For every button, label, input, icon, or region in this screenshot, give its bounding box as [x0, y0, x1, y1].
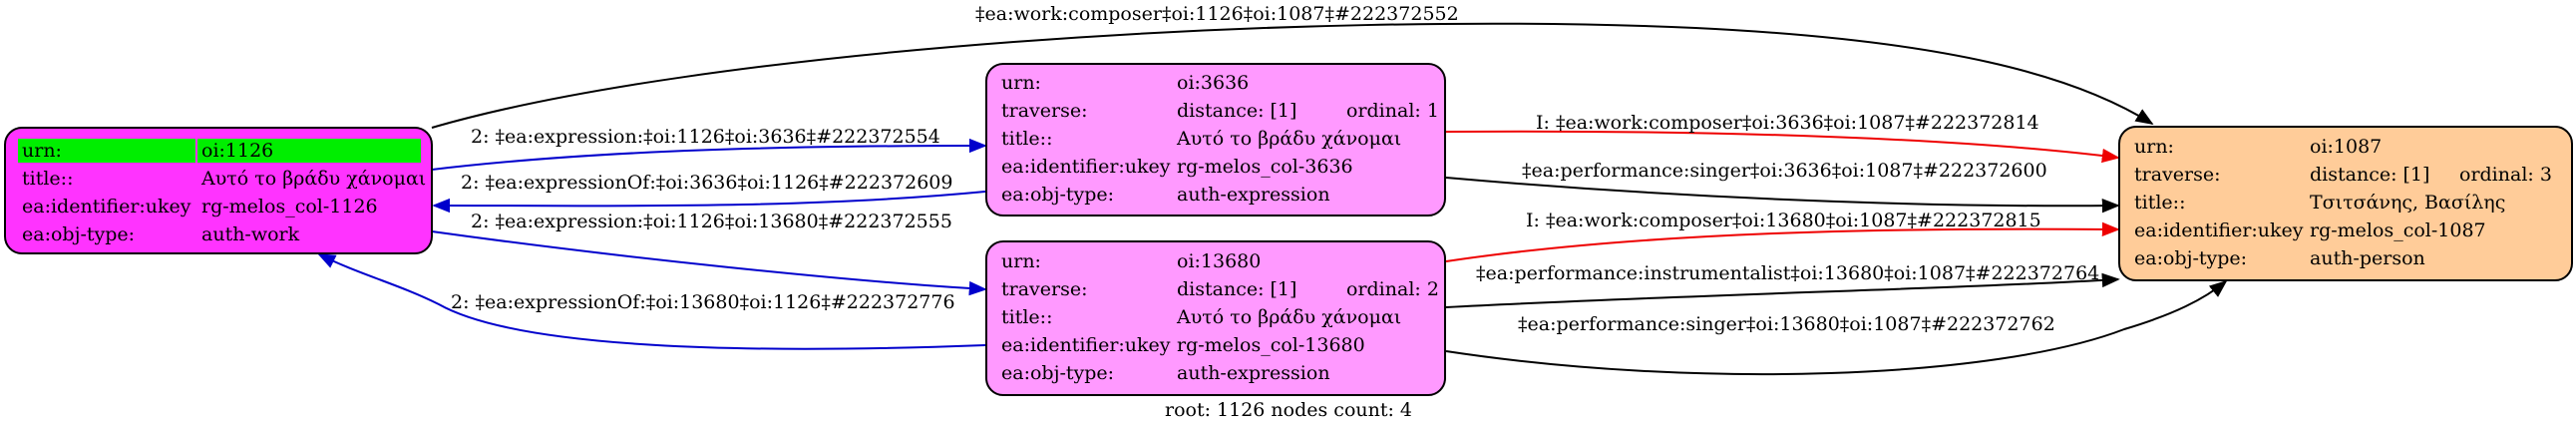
row-value: rg-melos_col-1126: [201, 196, 378, 217]
row-key: urn:: [1001, 72, 1041, 94]
row-value: rg-melos_col-1087: [2310, 219, 2486, 241]
node-row-title: title:: Αυτό το βράδυ χάνομαι: [6, 165, 431, 193]
node-row-objtype: ea:obj-type: auth-work: [6, 220, 431, 248]
row-value: Τσιτσάνης, Βασίλης: [2310, 192, 2506, 214]
row-key: ea:identifier:ukey: [1001, 156, 1171, 178]
row-value: oi:13680: [1177, 250, 1262, 272]
row-value: auth-person: [2310, 247, 2425, 269]
row-key: urn:: [22, 140, 62, 162]
edge-singer-13680: [1445, 279, 2228, 376]
row-value: auth-work: [201, 223, 300, 245]
row-value: rg-melos_col-3636: [1177, 156, 1353, 178]
edge-label-expressionof-13680: 2: ‡ea:expressionOf:‡oi:13680‡oi:1126‡#2…: [451, 291, 955, 313]
node-row-traverse: traverse: distance: [1] ordinal: 1: [987, 97, 1444, 125]
node-row-traverse: traverse: distance: [1] ordinal: 2: [987, 275, 1444, 303]
row-key: traverse:: [2134, 164, 2221, 186]
row-value: oi:1087: [2310, 136, 2383, 158]
node-row-urn: urn: oi:1087: [2120, 133, 2571, 161]
node-row-ukey: ea:identifier:ukey rg-melos_col-13680: [987, 331, 1444, 359]
edge-label-composer-top: ‡ea:work:composer‡oi:1126‡oi:1087‡#22237…: [975, 3, 1459, 25]
node-work-1126[interactable]: urn: oi:1126 title:: Αυτό το βράδυ χάνομ…: [4, 127, 433, 254]
highlight-cell: [197, 139, 421, 163]
node-row-title: title:: Τσιτσάνης, Βασίλης: [2120, 189, 2571, 216]
row-key: ea:identifier:ukey: [1001, 334, 1171, 356]
row-key: ea:obj-type:: [2134, 247, 2248, 269]
edge-expressionof-13680: [317, 253, 986, 350]
edge-composer-3636: [1445, 130, 2120, 164]
row-key: title::: [22, 168, 74, 190]
node-row-urn: urn: oi:1126: [6, 137, 431, 165]
row-value: auth-expression: [1177, 362, 1330, 384]
row-key: ea:identifier:ukey: [22, 196, 191, 217]
row-value: distance: [1]: [1177, 278, 1297, 300]
edge-expression-13680: [431, 230, 987, 296]
edge-composer-top: [431, 22, 2154, 129]
edge-label-singer-13680: ‡ea:performance:singer‡oi:13680‡oi:1087‡…: [1518, 313, 2055, 335]
node-row-title: title:: Αυτό το βράδυ χάνομαι: [987, 125, 1444, 153]
row-key: urn:: [1001, 250, 1041, 272]
row-key: urn:: [2134, 136, 2174, 158]
edge-expression-3636: [431, 138, 987, 171]
edge-label-expressionof-3636: 2: ‡ea:expressionOf:‡oi:3636‡oi:1126‡#22…: [461, 172, 953, 194]
row-key: ea:obj-type:: [1001, 184, 1115, 206]
row-value-ordinal: ordinal: 2: [1346, 278, 1439, 300]
edge-label-composer-13680: I: ‡ea:work:composer‡oi:13680‡oi:1087‡#2…: [1526, 210, 2041, 231]
row-value: oi:3636: [1177, 72, 1250, 94]
edge-singer-3636: [1445, 177, 2120, 214]
node-row-title: title:: Αυτό το βράδυ χάνομαι: [987, 303, 1444, 331]
node-row-traverse: traverse: distance: [1] ordinal: 3: [2120, 161, 2571, 189]
footer-node-count: root: 1126 nodes count: 4: [1165, 399, 1413, 421]
node-row-urn: urn: oi:3636: [987, 69, 1444, 97]
row-value: distance: [1]: [2310, 164, 2430, 186]
node-row-ukey: ea:identifier:ukey rg-melos_col-1126: [6, 193, 431, 220]
node-expression-13680[interactable]: urn: oi:13680 traverse: distance: [1] or…: [985, 240, 1446, 396]
node-row-ukey: ea:identifier:ukey rg-melos_col-1087: [2120, 216, 2571, 244]
node-row-urn: urn: oi:13680: [987, 247, 1444, 275]
node-row-objtype: ea:obj-type: auth-person: [2120, 244, 2571, 272]
edge-label-instrumentalist-13680: ‡ea:performance:instrumentalist‡oi:13680…: [1476, 262, 2100, 284]
row-key: title::: [2134, 192, 2186, 214]
row-key: ea:obj-type:: [22, 223, 136, 245]
row-value: Αυτό το βράδυ χάνομαι: [1177, 306, 1402, 328]
row-key: traverse:: [1001, 278, 1088, 300]
row-value: oi:1126: [201, 140, 274, 162]
row-value: Αυτό το βράδυ χάνομαι: [1177, 128, 1402, 150]
edge-label-expression-13680: 2: ‡ea:expression:‡oi:1126‡oi:13680‡#222…: [471, 211, 952, 232]
row-key: traverse:: [1001, 100, 1088, 122]
row-value-ordinal: ordinal: 3: [2459, 164, 2552, 186]
node-row-objtype: ea:obj-type: auth-expression: [987, 181, 1444, 209]
node-expression-3636[interactable]: urn: oi:3636 traverse: distance: [1] ord…: [985, 63, 1446, 216]
row-key: title::: [1001, 128, 1053, 150]
edge-instrumentalist-13680: [1445, 272, 2120, 308]
node-row-objtype: ea:obj-type: auth-expression: [987, 359, 1444, 387]
edge-label-singer-3636: ‡ea:performance:singer‡oi:3636‡oi:1087‡#…: [1522, 160, 2047, 182]
row-value: distance: [1]: [1177, 100, 1297, 122]
row-key: ea:obj-type:: [1001, 362, 1115, 384]
row-value-ordinal: ordinal: 1: [1346, 100, 1439, 122]
edge-label-composer-3636: I: ‡ea:work:composer‡oi:3636‡oi:1087‡#22…: [1536, 112, 2039, 134]
edge-composer-13680: [1445, 221, 2120, 262]
row-value: rg-melos_col-13680: [1177, 334, 1365, 356]
edge-label-expression-3636: 2: ‡ea:expression:‡oi:1126‡oi:3636‡#2223…: [471, 126, 940, 148]
highlight-cell: [18, 139, 195, 163]
row-value: Αυτό το βράδυ χάνομαι: [201, 168, 427, 190]
row-key: ea:identifier:ukey: [2134, 219, 2304, 241]
row-value: auth-expression: [1177, 184, 1330, 206]
node-person-1087[interactable]: urn: oi:1087 traverse: distance: [1] ord…: [2118, 126, 2573, 281]
row-key: title::: [1001, 306, 1053, 328]
node-row-ukey: ea:identifier:ukey rg-melos_col-3636: [987, 153, 1444, 181]
edge-expressionof-3636: [432, 191, 986, 214]
